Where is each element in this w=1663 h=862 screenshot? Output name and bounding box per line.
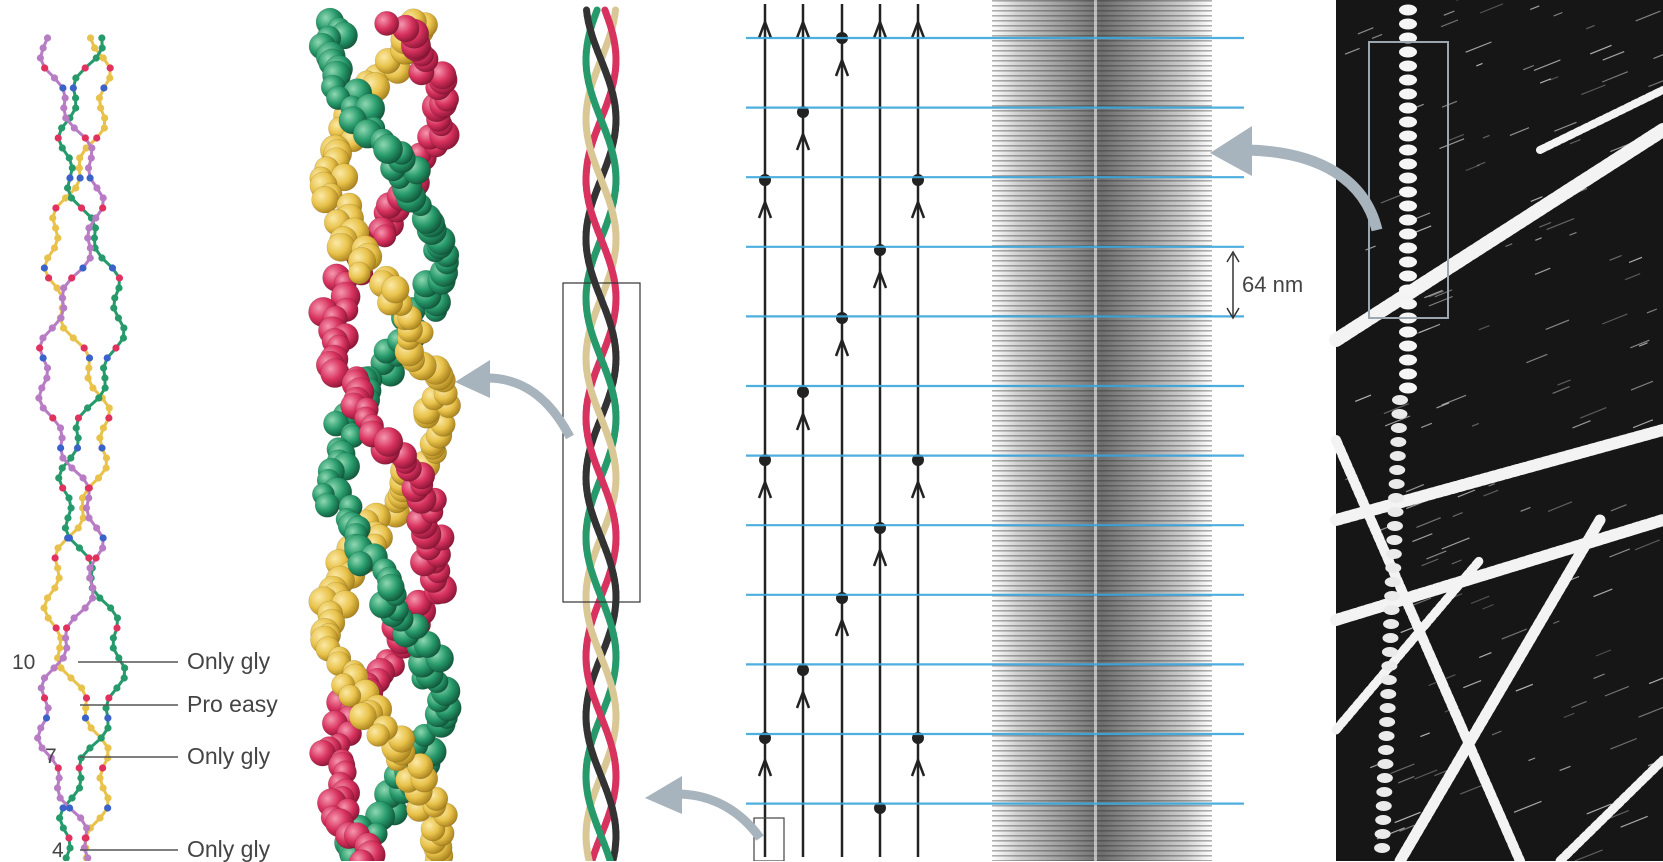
annotation-only-gly-3: Only gly — [187, 838, 270, 861]
scale-bar — [1227, 252, 1239, 318]
scale-label: 64 nm — [1242, 274, 1303, 296]
helix-zoom-box — [563, 283, 640, 602]
arrow-diagram-to-helix — [680, 794, 760, 838]
annotation-only-gly-2: Only gly — [187, 745, 270, 768]
residue-number-4: 4 — [52, 840, 64, 861]
annotation-leaders — [78, 662, 178, 850]
ribbon-triple-helix — [586, 10, 616, 861]
annotation-only-gly-1: Only gly — [187, 650, 270, 673]
molecule-zoom-box — [754, 818, 784, 861]
arrow-diagram-to-helix-head — [645, 776, 682, 814]
space-filling-triple-helix — [309, 8, 462, 861]
staggered-molecule-diagram — [759, 4, 924, 857]
residue-number-10: 10 — [12, 652, 35, 673]
arrow-helix-to-spacefill-head — [455, 360, 490, 398]
banded-fibril-micrograph — [992, 0, 1212, 861]
arrow-micrograph-to-fibril-head — [1210, 126, 1252, 176]
residue-number-7: 7 — [45, 746, 57, 767]
arrow-helix-to-spacefill — [487, 378, 570, 437]
annotation-pro-easy: Pro easy — [187, 693, 278, 716]
electron-micrograph — [1336, 0, 1663, 861]
ball-and-stick-chains — [34, 34, 128, 861]
